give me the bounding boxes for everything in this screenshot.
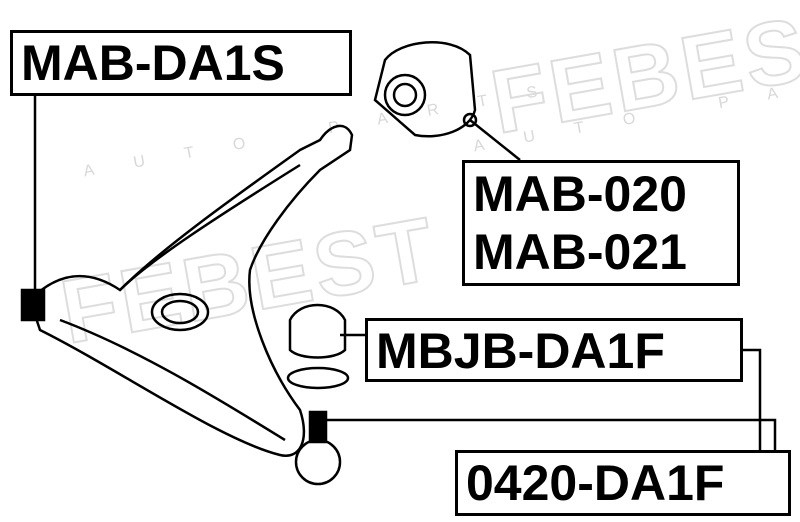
control-arm-edge <box>119 163 301 291</box>
control-arm-edge <box>59 318 286 442</box>
ball-joint-stud <box>308 410 328 444</box>
part-label-mab-da1s[interactable]: MAB-DA1S <box>10 30 352 96</box>
part-number: MAB-020 <box>473 166 687 222</box>
part-number: 0420-DA1F <box>466 455 725 511</box>
arm-hole-inner <box>160 299 200 325</box>
rear-bushing-hole <box>383 73 427 117</box>
part-number-alt: MAB-021 <box>473 224 687 280</box>
part-label-mbjb-da1f[interactable]: MBJB-DA1F <box>365 318 743 382</box>
part-label-0420-da1f[interactable]: 0420-DA1F <box>455 450 791 516</box>
part-number: MBJB-DA1F <box>376 323 665 379</box>
part-label-mab-020[interactable]: MAB-020 MAB-021 <box>462 160 740 286</box>
front-bushing <box>20 288 46 322</box>
part-number: MAB-DA1S <box>21 35 285 91</box>
rear-bushing-bolt <box>462 112 478 128</box>
rear-bushing-hole-inner <box>392 82 418 108</box>
control-arm-outline <box>28 124 354 458</box>
rear-bushing <box>373 41 477 138</box>
ball-joint-ball <box>294 438 342 486</box>
leader-line-mbjb-right <box>742 348 762 450</box>
leader-line-0420 <box>325 418 777 450</box>
leader-line-mab-020 <box>469 119 521 161</box>
ball-joint-boot <box>288 303 347 359</box>
ball-joint-ring <box>286 366 350 390</box>
arm-hole <box>150 292 210 332</box>
